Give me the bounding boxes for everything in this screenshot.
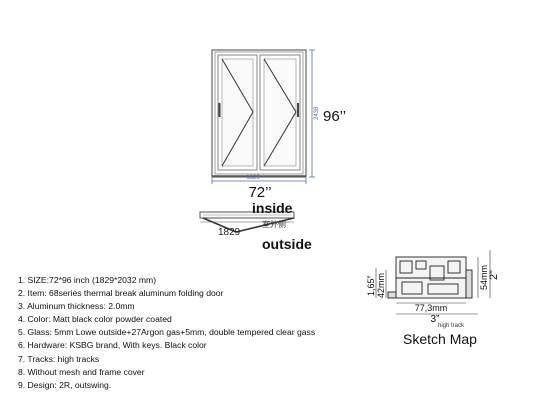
sketch-dim-left-outer-label: 1,65”	[366, 275, 376, 296]
sketch-profile-drawing: 1,65” 42mm 54mm 2” 77,3mm 3” high track	[366, 250, 500, 329]
door-elevation-drawing: 2438 1829 96’’ 72’’ inside 室外侧 1829 outs…	[199, 49, 346, 252]
right-door-glass	[263, 58, 297, 167]
height-dim-big-label: 96’’	[323, 108, 346, 125]
spec-item-hardware: 6. Hardware: KSBG brand, With keys. Blac…	[18, 340, 207, 351]
sketch-dim-right-inner-label: 54mm	[479, 265, 489, 290]
sketch-dim-width-mm-label: 77,3mm	[415, 303, 448, 313]
sketch-dim-left-inner-label: 42mm	[376, 273, 386, 298]
spec-item-design: 9. Design: 2R, outswing.	[18, 379, 112, 390]
spec-list: 1. SIZE:72*96 inch (1829*2032 mm) 2. Ite…	[18, 274, 315, 392]
spec-item-glass: 5. Glass: 5mm Lowe outside+27Argon gas+5…	[18, 327, 316, 338]
track-profile	[387, 256, 473, 299]
spec-item-tracks: 7. Tracks: high tracks	[18, 353, 100, 364]
right-swing-indicator	[263, 58, 297, 167]
plan-outside-label: outside	[262, 236, 312, 252]
left-swing-indicator	[221, 58, 254, 167]
door-inner-frame	[214, 51, 304, 175]
sketch-dim-right-outer-label: 2”	[488, 270, 500, 280]
left-handle	[218, 103, 221, 117]
left-door-panel	[217, 54, 258, 171]
left-door-glass	[221, 58, 254, 167]
height-dim-small-label: 2438	[314, 106, 320, 120]
sketch-dim-width-in-label: 3”	[431, 314, 440, 325]
spec-item-mesh: 8. Without mesh and frame cover	[18, 366, 145, 377]
sketch-map-title: Sketch Map	[403, 331, 477, 347]
plan-swing-panel	[202, 217, 295, 233]
plan-width-dim-label: 1829	[218, 227, 241, 238]
door-outer-frame	[211, 49, 307, 178]
plan-inside-label: inside	[252, 200, 293, 216]
width-dim-small-label: 1829	[246, 175, 260, 181]
width-dim-big-label: 72’’	[248, 184, 271, 201]
spec-item-color: 4. Color: Matt black color powder coated	[18, 314, 172, 325]
right-handle	[297, 103, 299, 117]
right-door-panel	[259, 54, 301, 171]
spec-item-series: 2. Item: 68series thermal break aluminum…	[18, 288, 224, 299]
spec-item-size: 1. SIZE:72*96 inch (1829*2032 mm)	[18, 275, 157, 285]
spec-item-thickness: 3. Aluminum thickness: 2.0mm	[18, 301, 135, 312]
plan-center-note: 室外侧	[262, 219, 286, 229]
sketch-track-note: high track	[438, 323, 465, 329]
